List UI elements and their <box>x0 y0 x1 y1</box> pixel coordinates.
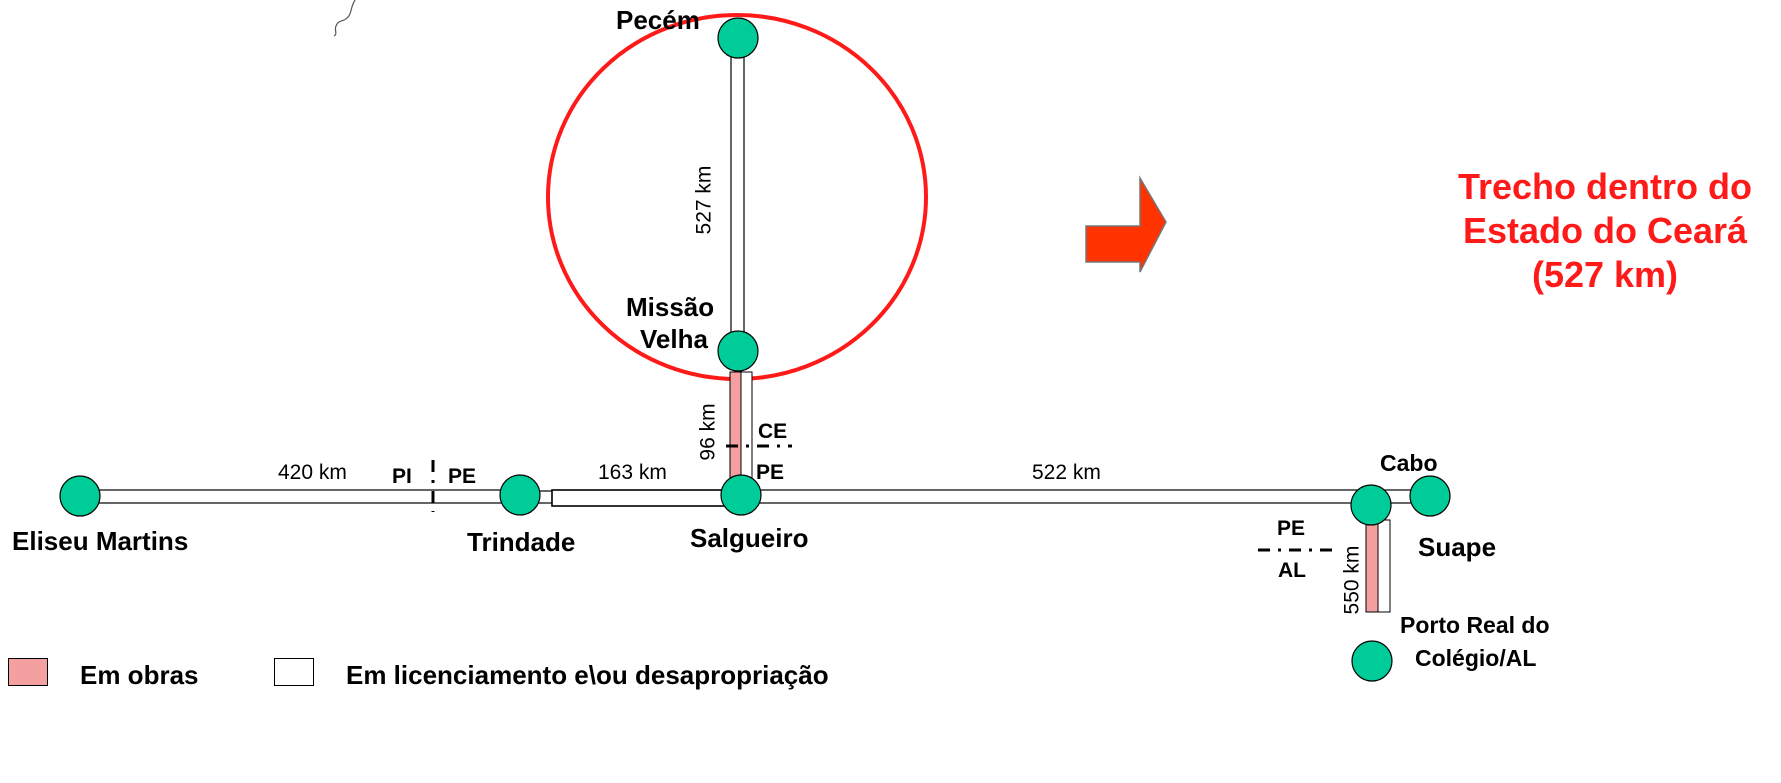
distance-eliseu-trindade: 420 km <box>278 461 347 484</box>
map-border-fragment <box>333 0 356 37</box>
border-label-pi: PI <box>392 465 412 488</box>
label-velha: Velha <box>640 324 708 354</box>
label-porto-real-1: Porto Real do <box>1400 612 1550 638</box>
station-salgueiro <box>720 474 762 516</box>
label-suape: Suape <box>1418 532 1497 562</box>
label-salgueiro: Salgueiro <box>690 523 809 553</box>
line-pecem-missao-velha <box>730 44 745 351</box>
distance-missao-salgueiro: 96 km <box>696 403 720 461</box>
label-cabo: Cabo <box>1380 450 1438 476</box>
legend-label-in-works: Em obras <box>80 660 199 690</box>
distance-cabo-porto: 550 km <box>1340 545 1364 615</box>
legend-swatch-in-works <box>8 658 48 686</box>
station-suape <box>1409 475 1451 517</box>
label-trindade: Trindade <box>467 527 576 557</box>
ceara-callout: Trecho dentro do Estado do Ceará (527 km… <box>1430 165 1780 297</box>
red-arrow-icon <box>1085 175 1167 273</box>
line-cabo-porto-works <box>1365 519 1379 613</box>
border-label-al: AL <box>1278 559 1306 582</box>
distance-pecem-missao: 527 km <box>692 165 716 235</box>
border-label-pe-north: PE <box>756 461 785 484</box>
station-cabo <box>1350 484 1392 526</box>
station-porto-real <box>1351 640 1393 682</box>
station-pecem <box>717 17 759 59</box>
callout-line-2: Estado do Ceará <box>1462 210 1748 251</box>
label-eliseu-martins: Eliseu Martins <box>12 526 189 556</box>
label-missao: Missão <box>626 292 715 322</box>
line-cabo-porto-licensing <box>1377 519 1391 613</box>
line-salgueiro-cabo <box>739 489 1371 504</box>
legend-swatch-licensing <box>274 658 314 686</box>
line-missao-salgueiro-licensing <box>740 371 753 485</box>
distance-trindade-salgueiro: 163 km <box>598 461 667 484</box>
line-eliseu-trindade <box>79 489 521 504</box>
border-label-pe-west: PE <box>448 465 477 488</box>
label-pecem: Pecém <box>616 5 700 35</box>
station-missao-velha <box>717 330 759 372</box>
border-label-pe-east: PE <box>1277 517 1306 540</box>
callout-line-1: Trecho dentro do <box>1457 166 1752 207</box>
station-eliseu-martins <box>59 475 101 517</box>
callout-line-3: (527 km) <box>1531 254 1679 295</box>
line-missao-salgueiro-works <box>729 371 742 485</box>
line-trindade-salgueiro <box>551 489 729 507</box>
station-trindade <box>499 474 541 516</box>
distance-salgueiro-cabo: 522 km <box>1032 461 1101 484</box>
label-porto-real-2: Colégio/AL <box>1415 645 1537 671</box>
legend-label-licensing: Em licenciamento e\ou desapropriação <box>346 660 829 690</box>
border-label-ce: CE <box>758 420 788 443</box>
